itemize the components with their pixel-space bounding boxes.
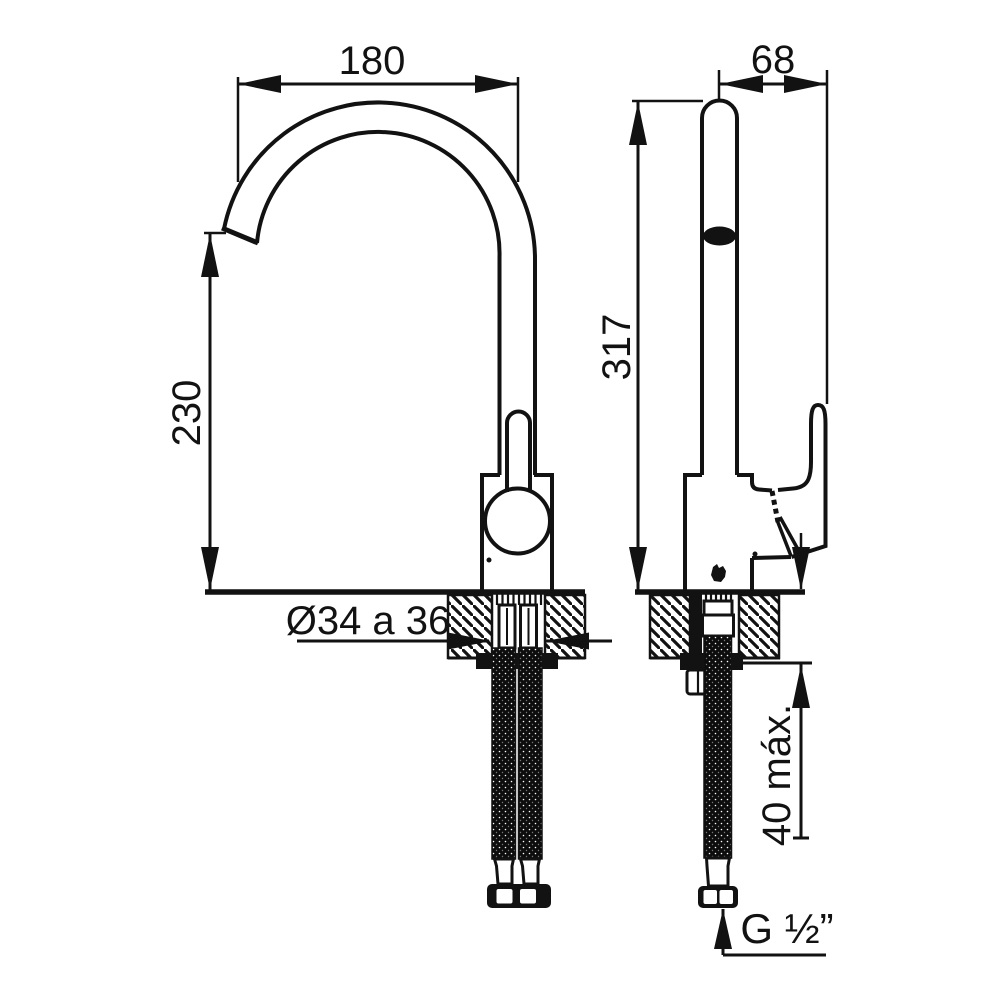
dim-230-label: 230 [165,380,209,447]
arrow-right-icon [475,75,518,93]
dim-spout-height: 230 [165,231,226,590]
braided-hose [703,635,733,859]
arrow-down-icon [629,547,647,590]
hose-end [704,856,732,888]
body-left [480,473,500,592]
hose-connector [701,613,735,638]
nut-facet [719,890,733,904]
side-view [683,98,828,592]
threaded-stud [690,594,702,654]
mounting-flange [476,653,558,669]
ledge-nub [752,551,758,557]
aerator [703,226,736,246]
arrow-up-icon [201,234,219,277]
dim-40max-label: 40 máx. [755,704,799,846]
joint-diagonal [775,519,793,557]
counter-hatch-right [543,593,587,660]
brand-mark [711,564,726,582]
spout-inner-curve [255,129,502,475]
arrow-down-icon [201,547,219,590]
nut-facet [520,889,536,904]
arrow-down-icon [792,547,810,590]
side-supply [685,593,738,908]
dim-hole-label: Ø34 a 36 [286,599,451,643]
nut-facet [703,890,717,904]
dim-handle-reach: 68 [717,38,829,404]
spout-outer-curve [222,100,537,475]
brand-dot [486,557,492,563]
arrow-left-icon [720,75,763,93]
body-right [534,473,554,592]
arrow-up-icon [792,665,810,708]
dim-180-label: 180 [339,39,406,83]
braided-hose-right [517,647,543,860]
dim-68-label: 68 [751,38,796,82]
front-supply [487,593,551,908]
thread-callout: G ½” [714,905,834,957]
counter-hatch-left [648,593,692,660]
dim-317-label: 317 [595,314,639,381]
hose-end-right [518,857,542,886]
spout-tip [221,225,259,246]
counter-hatch-right [737,593,781,660]
hose-connector-top [702,599,734,617]
body-left [683,473,702,592]
arrow-up-icon [629,102,647,145]
arrow-right-icon [448,632,491,650]
dim-spout-reach: 180 [236,39,520,182]
ball-joint [483,486,552,556]
lever-handle [777,402,828,559]
front-view [221,100,554,592]
braided-hose-left [491,647,517,860]
dim-hole-diameter: Ø34 a 36 [286,599,612,650]
body-top-right [737,473,773,493]
arrow-left-icon [238,75,281,93]
body-ledge [751,555,792,560]
arrow-right-icon [784,75,827,93]
shank-threads [495,593,543,605]
riser-tube [700,98,739,475]
dim-deck-thickness: 40 máx. [743,533,812,846]
hose-end-left [492,857,516,886]
arrow-left-icon [546,632,589,650]
counter-hatch-left [446,593,494,660]
swivel-slot [505,409,532,492]
thread-label: G ½” [740,905,833,952]
nut-facet [496,889,513,904]
dim-total-height: 317 [595,99,703,590]
